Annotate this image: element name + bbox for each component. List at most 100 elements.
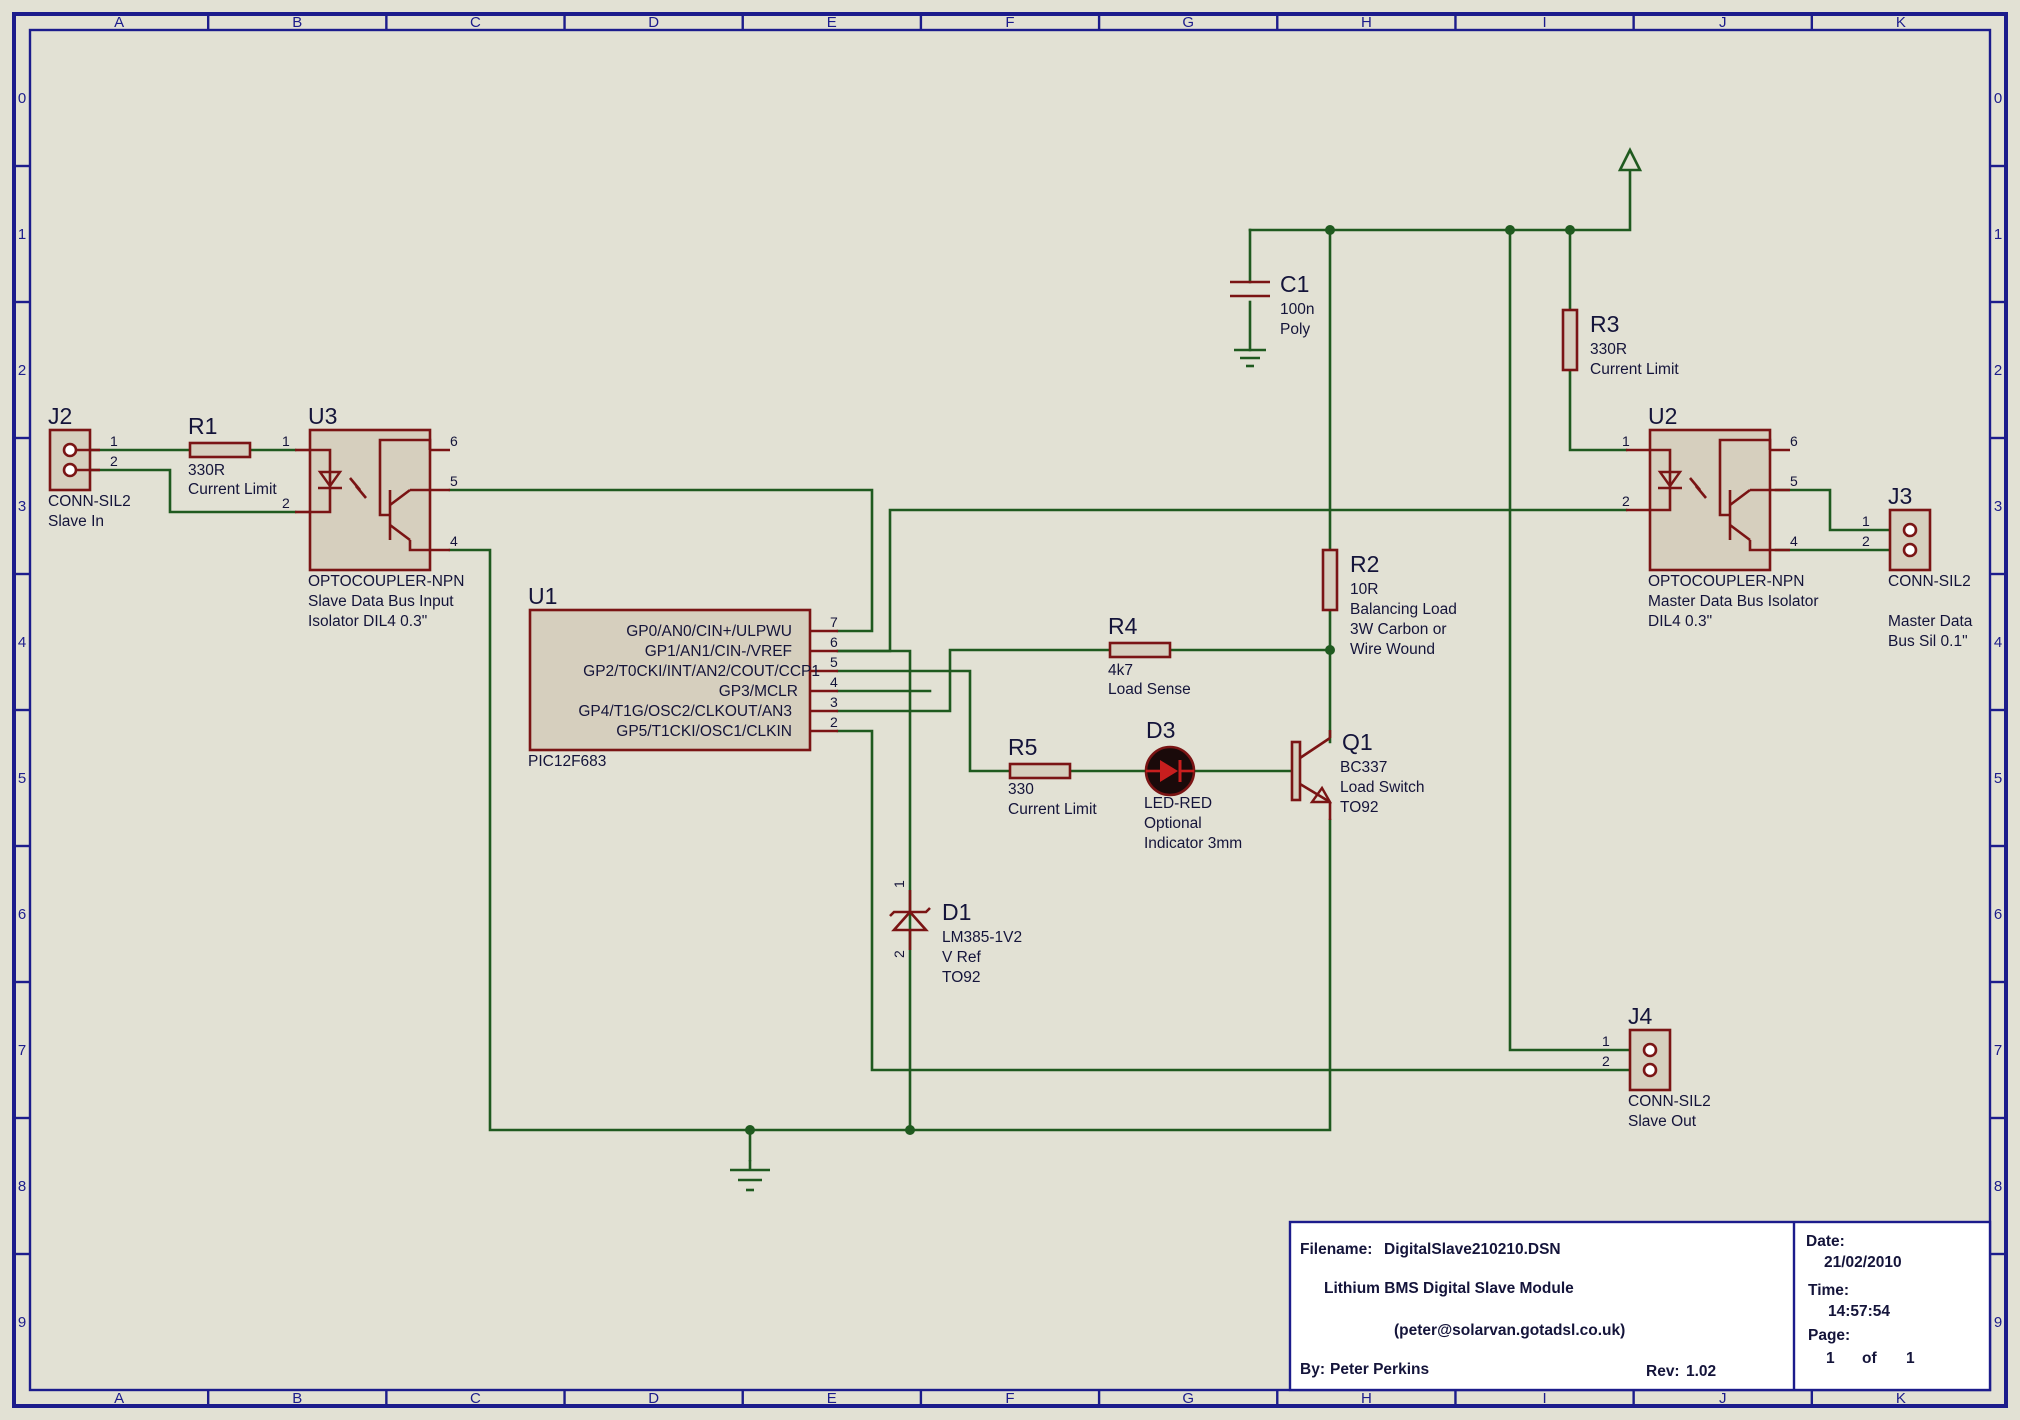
u2-desc-2: DIL4 0.3"	[1648, 613, 1712, 630]
u1-pinnum-5: 5	[830, 654, 838, 670]
connector-j3: J3 1 2 CONN-SIL2 Master Data Bus Sil 0.1…	[1862, 483, 1973, 650]
wires	[88, 170, 1902, 1162]
tb-pages: 1	[1906, 1350, 1915, 1367]
u3-pin-4: 4	[450, 533, 458, 549]
tb-page-label: Page:	[1808, 1327, 1850, 1344]
frame-row-label-left-4: 4	[18, 634, 26, 651]
d1-pin-1: 1	[891, 880, 907, 888]
j4-ref: J4	[1628, 1003, 1653, 1029]
j4-pin-2: 2	[1602, 1053, 1610, 1069]
frame-col-label-top-j: J	[1719, 14, 1727, 31]
r5-desc: Current Limit	[1008, 801, 1097, 818]
resistor-r2: R2 10R Balancing Load 3W Carbon or Wire …	[1321, 548, 1457, 658]
j3-pin-1: 1	[1862, 513, 1870, 529]
c1-ref: C1	[1280, 271, 1309, 297]
u3-pin-5: 5	[450, 473, 458, 489]
frame-row-label-right-6: 6	[1994, 906, 2002, 923]
u2-pin-6: 6	[1790, 433, 1798, 449]
c1-desc: Poly	[1280, 321, 1310, 338]
frame-row-label-left-7: 7	[18, 1042, 26, 1059]
j3-pin-2: 2	[1862, 533, 1870, 549]
q1-desc-1: Load Switch	[1340, 779, 1424, 796]
frame-col-label-bottom-c: C	[470, 1390, 481, 1407]
u1-pin-gp4: GP4/T1G/OSC2/CLKOUT/AN3	[578, 703, 792, 720]
frame-col-label-top-i: I	[1542, 14, 1546, 31]
r5-value: 330	[1008, 781, 1034, 798]
u1-pin-gp1: GP1/AN1/CIN-/VREF	[645, 643, 792, 660]
u1-pin-gp2: GP2/T0CKI/INT/AN2/COUT/CCP1	[583, 663, 820, 680]
u2-type: OPTOCOUPLER-NPN	[1648, 573, 1804, 590]
u3-type: OPTOCOUPLER-NPN	[308, 573, 464, 590]
wire-rail-j4	[1508, 228, 1642, 1052]
frame-row-label-right-5: 5	[1994, 770, 2002, 787]
frame-col-label-bottom-i: I	[1542, 1390, 1546, 1407]
frame-col-label-bottom-d: D	[648, 1390, 659, 1407]
frame-col-label-bottom-b: B	[292, 1390, 302, 1407]
u2-pin-2: 2	[1622, 493, 1630, 509]
ground-symbol-c1	[1234, 348, 1266, 368]
frame-row-label-left-2: 2	[18, 362, 26, 379]
resistor-r5: R5 330 Current Limit	[1008, 734, 1097, 818]
u1-part: PIC12F683	[528, 753, 606, 770]
d3-desc-1: Optional	[1144, 815, 1202, 832]
resistor-r1: R1 330R Current Limit	[188, 413, 277, 498]
tb-date-label: Date:	[1806, 1233, 1845, 1250]
connector-j4: J4 1 2 CONN-SIL2 Slave Out	[1602, 1003, 1711, 1130]
frame-row-label-right-0: 0	[1994, 90, 2002, 107]
r2-desc-2: 3W Carbon or	[1350, 621, 1446, 638]
frame-col-label-top-c: C	[470, 14, 481, 31]
r3-desc: Current Limit	[1590, 361, 1679, 378]
frame-row-label-left-6: 6	[18, 906, 26, 923]
r2-ref: R2	[1350, 551, 1379, 577]
wire-u2-pin5-j3	[1774, 488, 1902, 532]
wire-u3-pin5-gp0	[448, 488, 874, 633]
frame-col-label-top-e: E	[827, 14, 837, 31]
r5-ref: R5	[1008, 734, 1037, 760]
optocoupler-u3: U3 1 2 6 5 4 OPTOCOUPLER-NPN Slave Data …	[282, 403, 464, 630]
u1-pinnum-4: 4	[830, 674, 838, 690]
tb-time: 14:57:54	[1828, 1303, 1890, 1320]
frame-row-label-right-3: 3	[1994, 498, 2002, 515]
d3-desc-2: Indicator 3mm	[1144, 835, 1242, 852]
frame-row-label-left-0: 0	[18, 90, 26, 107]
tb-title: Lithium BMS Digital Slave Module	[1324, 1280, 1574, 1297]
frame-row-label-left-1: 1	[18, 226, 26, 243]
wire-gp5-j4	[836, 729, 1642, 1072]
j3-desc-2: Bus Sil 0.1"	[1888, 633, 1968, 650]
u2-desc-1: Master Data Bus Isolator	[1648, 593, 1819, 610]
ground-symbol-main	[730, 1160, 770, 1192]
r2-desc-3: Wire Wound	[1350, 641, 1435, 658]
tb-date: 21/02/2010	[1824, 1254, 1902, 1271]
wire-gp4-r4	[836, 648, 1112, 713]
j2-pin-1: 1	[110, 433, 118, 449]
frame-col-label-top-a: A	[114, 14, 124, 31]
r1-ref: R1	[188, 413, 217, 439]
d1-pin-2: 2	[891, 950, 907, 958]
wire-r3-u2	[1568, 368, 1628, 452]
j3-desc-1: Master Data	[1888, 613, 1973, 630]
u3-pin-6: 6	[450, 433, 458, 449]
d3-ref: D3	[1146, 717, 1175, 743]
r4-ref: R4	[1108, 613, 1138, 639]
u1-ref: U1	[528, 583, 557, 609]
frame-col-label-bottom-e: E	[827, 1390, 837, 1407]
tb-of-label: of	[1862, 1350, 1877, 1367]
d1-desc-1: V Ref	[942, 949, 981, 966]
frame-col-label-bottom-h: H	[1361, 1390, 1372, 1407]
resistor-r4: R4 4k7 Load Sense	[1108, 613, 1191, 698]
r2-desc-1: Balancing Load	[1350, 601, 1457, 618]
u1-pin-gp0: GP0/AN0/CIN+/ULPWU	[626, 623, 792, 640]
frame-row-label-right-7: 7	[1994, 1042, 2002, 1059]
led-d3: D3 LED-RED Optional Indicator 3mm	[1144, 717, 1242, 852]
tb-rev: 1.02	[1686, 1363, 1716, 1380]
j4-type: CONN-SIL2	[1628, 1093, 1711, 1110]
optocoupler-u2: U2 1 2 6 5 4 OPTOCOUPLER-NPN Master Data…	[1622, 403, 1819, 630]
q1-value: BC337	[1340, 759, 1387, 776]
frame-col-label-bottom-a: A	[114, 1390, 124, 1407]
tb-filename: DigitalSlave210210.DSN	[1384, 1241, 1561, 1258]
tb-time-label: Time:	[1808, 1282, 1849, 1299]
frame-col-label-top-f: F	[1005, 14, 1014, 31]
r3-value: 330R	[1590, 341, 1627, 358]
wire-supply-rail	[1248, 170, 1632, 232]
